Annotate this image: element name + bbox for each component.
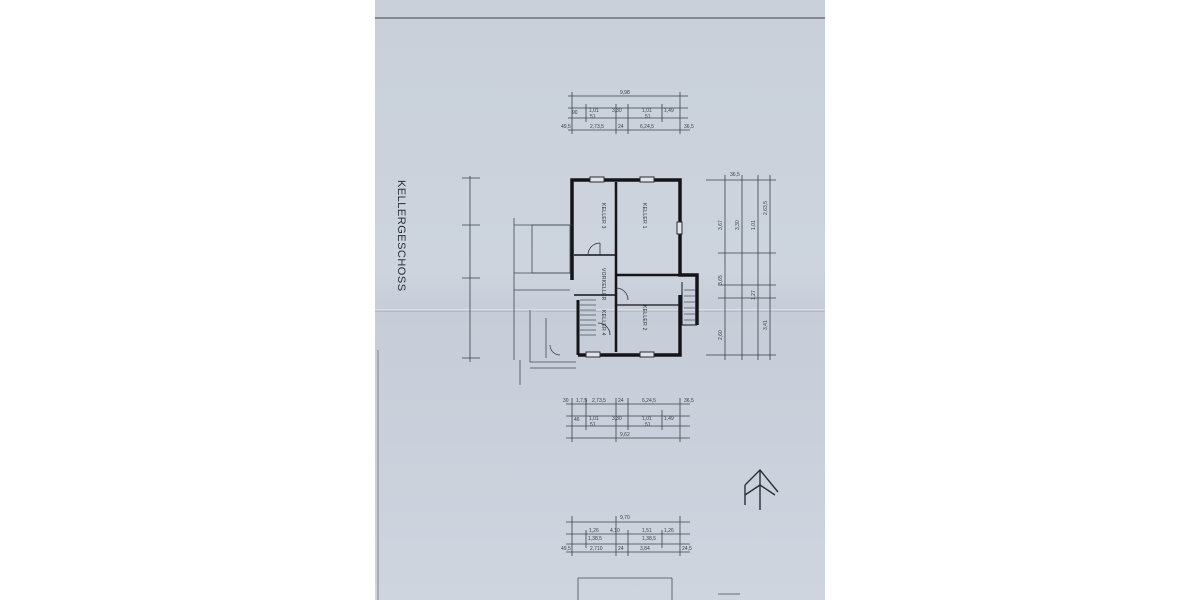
- dim-lower-c-4: 24,5: [682, 546, 692, 552]
- dim-bottom-b-4: 1,49: [664, 416, 674, 422]
- dim-bottom-c-0: 51: [590, 422, 596, 428]
- dim-bottom-b-2: 3,30: [612, 416, 622, 422]
- dim-top-a-0: 90: [572, 110, 578, 116]
- dim-top-c-1: 2,73,5: [590, 124, 604, 130]
- dim-bottom-a-1: 1,7,5: [576, 398, 587, 404]
- dim-bottom-a-0: 30: [563, 398, 569, 404]
- dim-lower-a-3: 1,26: [664, 528, 674, 534]
- dim-lower-b-1: 1,38,5: [642, 536, 656, 542]
- dim-lower-a-2: 1,51: [642, 528, 652, 534]
- dim-lower-c-2: 24: [618, 546, 624, 552]
- dim-bottom-b-0: 46: [574, 417, 580, 423]
- floor-plan-walls: [570, 178, 699, 357]
- dim-lower-c-1: 2,710: [590, 546, 603, 552]
- dim-bottom-a-3: 24: [618, 398, 624, 404]
- lower-plan-outline: [577, 577, 740, 600]
- dim-bottom-overall: 9,62: [620, 432, 630, 438]
- dim-bottom-a-4: 6,24,5: [642, 398, 656, 404]
- dim-top-a-4: 1,49: [664, 108, 674, 114]
- top-dimension-chain: [568, 92, 690, 134]
- paper-fold: [375, 309, 825, 312]
- room-label-keller-1: KELLER 1: [641, 203, 647, 229]
- bottom-dimension-chain: [566, 398, 690, 442]
- dim-lower-a-0: 1,26: [589, 528, 599, 534]
- dim-bottom-b-1: 1,01: [589, 416, 599, 422]
- dim-right-7: 3,41: [763, 320, 769, 330]
- dim-lower-b-0: 1,38,5: [588, 536, 602, 542]
- dim-top-c-4: 36,5: [684, 124, 694, 130]
- drawing-title: KELLERGESCHOSS: [395, 180, 407, 292]
- bottom-dimension-labels: 30 1,7,5 2,73,5 24 6,24,5 36,5 46 1,01 3…: [563, 398, 694, 438]
- dim-bottom-b-3: 1,01: [642, 416, 652, 422]
- lower-dimension-labels: 9,70 1,26 4,10 1,51 1,26 1,38,5 1,38,5 4…: [561, 515, 692, 552]
- dim-lower-overall: 9,70: [620, 515, 630, 521]
- dim-right-4: 2,63,5: [763, 201, 769, 215]
- stairs: [580, 289, 695, 336]
- dim-top-a-3: 1,01: [642, 108, 652, 114]
- dim-right-6: 2,60: [718, 330, 724, 340]
- dim-top-c-0: 49,5: [561, 124, 571, 130]
- room-label-keller-4: KELLER 4: [600, 310, 606, 336]
- dim-right-1: 3,67: [718, 220, 724, 230]
- room-label-keller-2: KELLER 2: [641, 305, 647, 331]
- dim-right-2: 3,30: [735, 220, 741, 230]
- dim-top-c-2: 24: [618, 124, 624, 130]
- dim-top-overall: 9,98: [620, 90, 630, 96]
- doors: [587, 242, 629, 336]
- lower-dimension-chain: [566, 516, 690, 556]
- dim-right-3: 1,01: [751, 220, 757, 230]
- dim-top-c-3: 6,24,5: [640, 124, 654, 130]
- right-dimension-labels: 36,5 3,67 3,30 1,01 2,63,5 3,65 2,60 3,4…: [718, 172, 769, 340]
- dim-lower-c-0: 49,5: [561, 546, 571, 552]
- dim-top-b-0: 51: [590, 114, 596, 120]
- right-dimension-chain: [706, 175, 776, 360]
- dim-right-5: 3,65: [718, 275, 724, 285]
- annex-outline: [513, 218, 576, 385]
- dim-bottom-a-5: 36,5: [684, 398, 694, 404]
- dim-right-8: 1,27: [751, 290, 757, 300]
- dim-right-0: 36,5: [730, 172, 740, 178]
- left-dimension-chain: [462, 176, 480, 362]
- dim-bottom-c-1: 51: [645, 422, 651, 428]
- dim-lower-c-3: 3,84: [640, 546, 650, 552]
- dim-lower-a-1: 4,10: [610, 528, 620, 534]
- dim-top-a-1: 1,01: [589, 108, 599, 114]
- windows: [585, 176, 683, 358]
- dim-bottom-a-2: 2,73,5: [592, 398, 606, 404]
- dim-top-b-1: 51: [645, 114, 651, 120]
- room-label-vorkeller: VORKELLER: [600, 268, 606, 301]
- north-arrow-symbol: [744, 468, 779, 510]
- dim-top-a-2: 3,30: [612, 108, 622, 114]
- room-label-keller-3: KELLER 3: [600, 203, 606, 229]
- paper-sheet: [375, 0, 825, 600]
